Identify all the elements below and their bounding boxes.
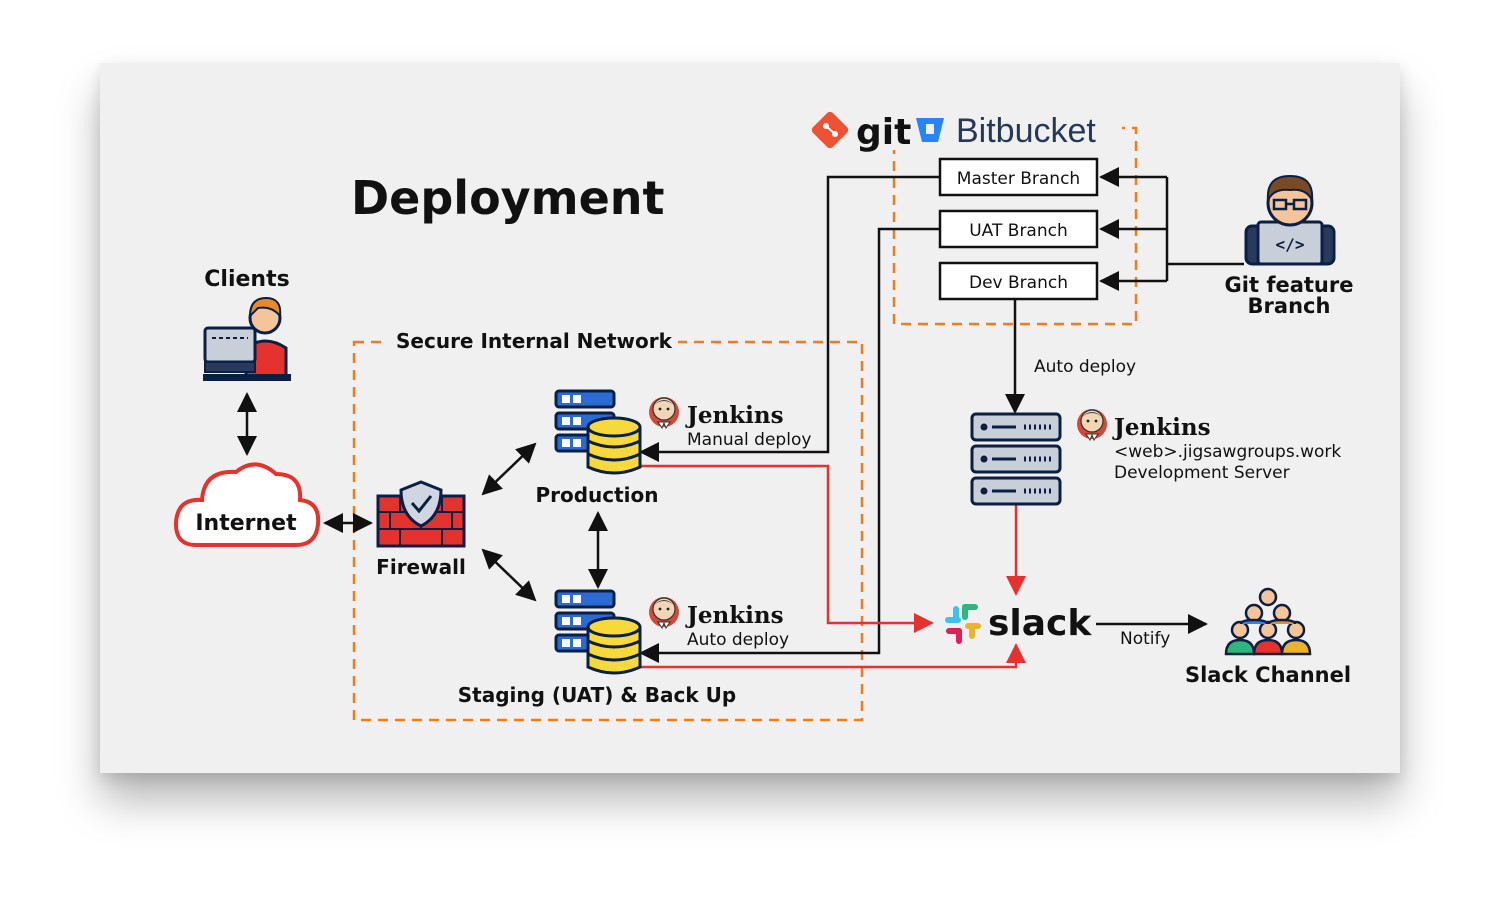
developer-label-line2: Branch bbox=[1248, 294, 1331, 318]
staging-label: Staging (UAT) & Back Up bbox=[458, 683, 736, 707]
branch-uat: UAT Branch bbox=[938, 209, 1099, 249]
internet-label: Internet bbox=[195, 511, 297, 536]
jenkins-dev-caption: Development Server bbox=[1114, 463, 1290, 483]
jenkins-prod-name: Jenkins bbox=[685, 402, 784, 429]
slack-logo-text: slack bbox=[988, 603, 1092, 644]
secure-network-label: Secure Internal Network bbox=[396, 329, 673, 353]
branch-master-label: Master Branch bbox=[957, 169, 1080, 189]
client-icon bbox=[203, 296, 291, 381]
developer-to-branches-arrows bbox=[1099, 167, 1244, 291]
auto-deploy-label: Auto deploy bbox=[1034, 357, 1136, 377]
notify-label: Notify bbox=[1120, 629, 1170, 649]
jenkins-staging-caption: Auto deploy bbox=[687, 630, 789, 650]
developer-label-line1: Git feature bbox=[1225, 273, 1354, 297]
staging-server-icon bbox=[554, 589, 642, 675]
jenkins-staging-icon bbox=[648, 596, 680, 629]
branch-master: Master Branch bbox=[938, 157, 1099, 197]
git-logo-text: git bbox=[856, 112, 911, 153]
branch-dev: Dev Branch bbox=[938, 261, 1099, 301]
svg-text:</>: </> bbox=[1276, 235, 1305, 254]
slack-channel-label: Slack Channel bbox=[1185, 663, 1351, 687]
firewall-staging-arrow bbox=[481, 548, 537, 602]
firewall-production-arrow bbox=[481, 442, 537, 496]
developer-icon: </> bbox=[1244, 174, 1336, 266]
cloud-icon bbox=[173, 462, 321, 547]
secure-label-bg bbox=[388, 326, 678, 354]
branch-dev-label: Dev Branch bbox=[969, 273, 1068, 293]
production-server-icon bbox=[554, 389, 642, 475]
slack-icon bbox=[945, 604, 981, 644]
jenkins-staging-name: Jenkins bbox=[685, 602, 784, 629]
production-label: Production bbox=[535, 483, 658, 507]
clients-label: Clients bbox=[204, 267, 289, 292]
jenkins-dev-host: <web>.jigsawgroups.work bbox=[1114, 442, 1341, 462]
jenkins-dev-icon bbox=[1076, 408, 1108, 441]
bitbucket-icon bbox=[916, 118, 944, 142]
page-title: Deployment bbox=[351, 171, 665, 225]
firewall-label: Firewall bbox=[376, 555, 466, 579]
diagram-card bbox=[100, 63, 1400, 773]
production-to-slack-arrow bbox=[641, 464, 934, 633]
jenkins-prod-icon bbox=[648, 396, 680, 429]
staging-to-slack-arrow bbox=[641, 643, 1026, 669]
jenkins-prod-caption: Manual deploy bbox=[687, 430, 811, 450]
rack-server-icon bbox=[970, 412, 1062, 506]
master-to-production-arrow bbox=[639, 175, 940, 462]
git-icon bbox=[811, 111, 849, 149]
uat-to-staging-arrow bbox=[639, 227, 940, 663]
bitbucket-logo-text: Bitbucket bbox=[956, 112, 1096, 150]
logo-bg bbox=[806, 108, 1122, 150]
branch-uat-label: UAT Branch bbox=[969, 221, 1068, 241]
group-icon bbox=[1224, 587, 1312, 656]
jenkins-dev-name: Jenkins bbox=[1112, 414, 1211, 441]
firewall-icon bbox=[376, 480, 466, 548]
